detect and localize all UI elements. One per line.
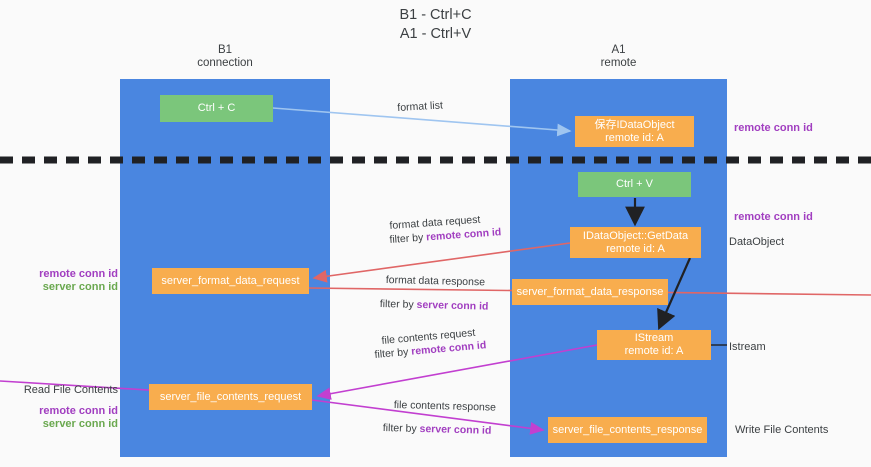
edge-label-format-data-response-filter: filter by server conn id	[380, 297, 489, 314]
annotation-right-remote-conn-id-mid: remote conn id	[734, 211, 813, 224]
edge-label-file-contents-response-filter: filter by server conn id	[383, 421, 492, 438]
node-server-format-data-request-label: server_format_data_request	[161, 274, 300, 287]
annotation-left-remote-conn-id-1: remote conn id	[39, 268, 118, 280]
filter-by-prefix-4: filter by	[382, 421, 420, 435]
annotation-right-write-file-contents: Write File Contents	[735, 424, 828, 437]
annotation-right-write-file-contents-text: Write File Contents	[735, 424, 829, 436]
lane-header-b1-subtitle: connection	[197, 57, 253, 69]
node-idataobject-getdata-label: IDataObject::GetData	[582, 229, 689, 242]
filter-value-server-conn-id-1: server conn id	[416, 298, 489, 313]
node-ctrl-v[interactable]: Ctrl + V	[578, 172, 691, 197]
node-idataobject-store-label: 保存IDataObject	[594, 118, 675, 131]
node-istream-label: IStream	[634, 332, 674, 344]
annotation-right-remote-conn-id-top-text: remote conn id	[734, 122, 813, 134]
annotation-right-dataobject: DataObject	[729, 236, 784, 249]
title-line-1: B1 - Ctrl+C	[399, 7, 472, 23]
node-idataobject-store-subtext: remote id: A	[605, 131, 664, 144]
node-ctrl-c-label: Ctrl + C	[197, 102, 236, 114]
filter-by-prefix-1: filter by	[389, 231, 427, 246]
filter-value-server-conn-id-2: server conn id	[419, 422, 492, 437]
annotation-right-remote-conn-id-top: remote conn id	[734, 122, 813, 135]
node-idataobject-getdata[interactable]: IDataObject::GetData remote id: A	[570, 227, 701, 258]
title-line-2: A1 - Ctrl+V	[399, 26, 472, 42]
edge-label-format-data-response: format data response	[386, 273, 486, 289]
annotation-right-istream-text: Istream	[729, 341, 766, 353]
annotation-right-dataobject-text: DataObject	[729, 236, 785, 248]
annotation-left-server-conn-id-2: server conn id	[42, 418, 118, 430]
lane-header-b1: B1 connection	[120, 44, 330, 70]
annotation-left-remote-conn-id-2: remote conn id	[39, 405, 118, 417]
node-server-file-contents-request-label: server_file_contents_request	[159, 390, 302, 403]
lane-header-a1-subtitle: remote	[600, 57, 637, 69]
edge-label-file-contents-response-text: file contents response	[393, 398, 497, 414]
edge-label-format-list: format list	[397, 98, 443, 115]
node-istream-subtext: remote id: A	[624, 345, 684, 357]
node-server-file-contents-response-label: server_file_contents_response	[552, 423, 703, 436]
annotation-left-read-file-contents-text: Read File Contents	[23, 384, 118, 396]
filter-by-prefix-2: filter by	[379, 297, 417, 311]
node-idataobject-store[interactable]: 保存IDataObject remote id: A	[575, 116, 694, 147]
edge-label-file-contents-response: file contents response	[394, 398, 496, 415]
edge-label-format-list-text: format list	[397, 99, 444, 114]
node-istream[interactable]: IStream remote id: A	[597, 330, 711, 360]
filter-value-remote-conn-id-1: remote conn id	[425, 226, 502, 244]
lane-header-b1-title: B1	[217, 44, 233, 56]
lane-header-a1-title: A1	[611, 44, 626, 56]
lane-header-a1: A1 remote	[510, 44, 727, 70]
diagram-title: B1 - Ctrl+C A1 - Ctrl+V	[0, 6, 871, 44]
edge-label-format-data-response-text: format data response	[385, 273, 486, 289]
node-server-file-contents-request[interactable]: server_file_contents_request	[149, 384, 312, 410]
node-server-format-data-response-label: server_format_data_response	[516, 285, 664, 298]
node-server-format-data-response[interactable]: server_format_data_response	[512, 279, 668, 305]
annotation-right-remote-conn-id-mid-text: remote conn id	[734, 211, 813, 223]
annotation-right-istream: Istream	[729, 341, 766, 354]
node-ctrl-c[interactable]: Ctrl + C	[160, 95, 273, 122]
node-server-file-contents-response[interactable]: server_file_contents_response	[548, 417, 707, 443]
filter-by-prefix-3: filter by	[374, 345, 412, 361]
node-idataobject-getdata-subtext: remote id: A	[606, 242, 665, 255]
node-ctrl-v-label: Ctrl + V	[616, 178, 653, 190]
annotation-left-conn-ids-middle: remote conn id server conn id	[22, 268, 118, 294]
annotation-left-read-file-contents-group: Read File Contents remote conn id server…	[12, 384, 118, 431]
node-server-format-data-request[interactable]: server_format_data_request	[152, 268, 309, 294]
annotation-left-server-conn-id-1: server conn id	[42, 281, 118, 293]
